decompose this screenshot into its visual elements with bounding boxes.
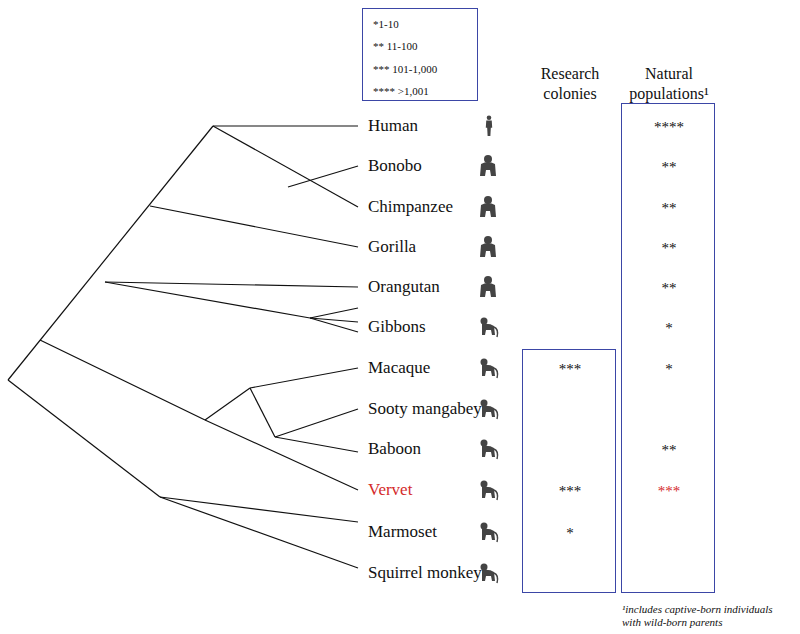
species-name: Baboon xyxy=(368,439,421,459)
species-icons xyxy=(480,115,498,583)
count-stars: **** xyxy=(654,119,684,136)
tree-branches xyxy=(8,126,358,568)
species-name: Chimpanzee xyxy=(368,197,453,217)
species-name: Orangutan xyxy=(368,277,440,297)
species-name: Marmoset xyxy=(368,522,437,542)
species-name: Gibbons xyxy=(368,317,426,337)
natural-populations-box: Natural populations¹******************* xyxy=(621,103,715,593)
count-stars: * xyxy=(566,525,574,542)
research-colonies-box: Research colonies******* xyxy=(522,349,616,593)
species-name: Bonobo xyxy=(368,156,422,176)
species-name: Gorilla xyxy=(368,237,416,257)
count-stars: ** xyxy=(662,240,677,257)
count-stars: *** xyxy=(559,483,582,500)
count-stars: *** xyxy=(559,361,582,378)
count-stars: ** xyxy=(662,442,677,459)
count-stars: *** xyxy=(658,483,681,500)
column-header: Research colonies xyxy=(530,64,610,104)
species-name: Vervet xyxy=(368,480,412,500)
legend-entry: ** 11-100 xyxy=(373,40,418,52)
count-stars: * xyxy=(665,320,673,337)
count-stars: ** xyxy=(662,200,677,217)
species-name: Squirrel monkey xyxy=(368,563,482,583)
species-name: Sooty mangabey xyxy=(368,399,482,419)
species-name: Macaque xyxy=(368,358,430,378)
footnote: ¹includes captive-born individuals with … xyxy=(622,603,794,629)
legend-entry: *1-10 xyxy=(373,18,399,30)
legend-entry: **** >1,001 xyxy=(373,85,429,97)
legend-box: *1-10 ** 11-100 *** 101-1,000 **** >1,001 xyxy=(362,8,478,101)
column-header: Natural populations¹ xyxy=(629,64,709,104)
count-stars: ** xyxy=(662,159,677,176)
legend-entry: *** 101-1,000 xyxy=(373,63,437,75)
count-stars: ** xyxy=(662,280,677,297)
species-name: Human xyxy=(368,116,418,136)
count-stars: * xyxy=(665,361,673,378)
